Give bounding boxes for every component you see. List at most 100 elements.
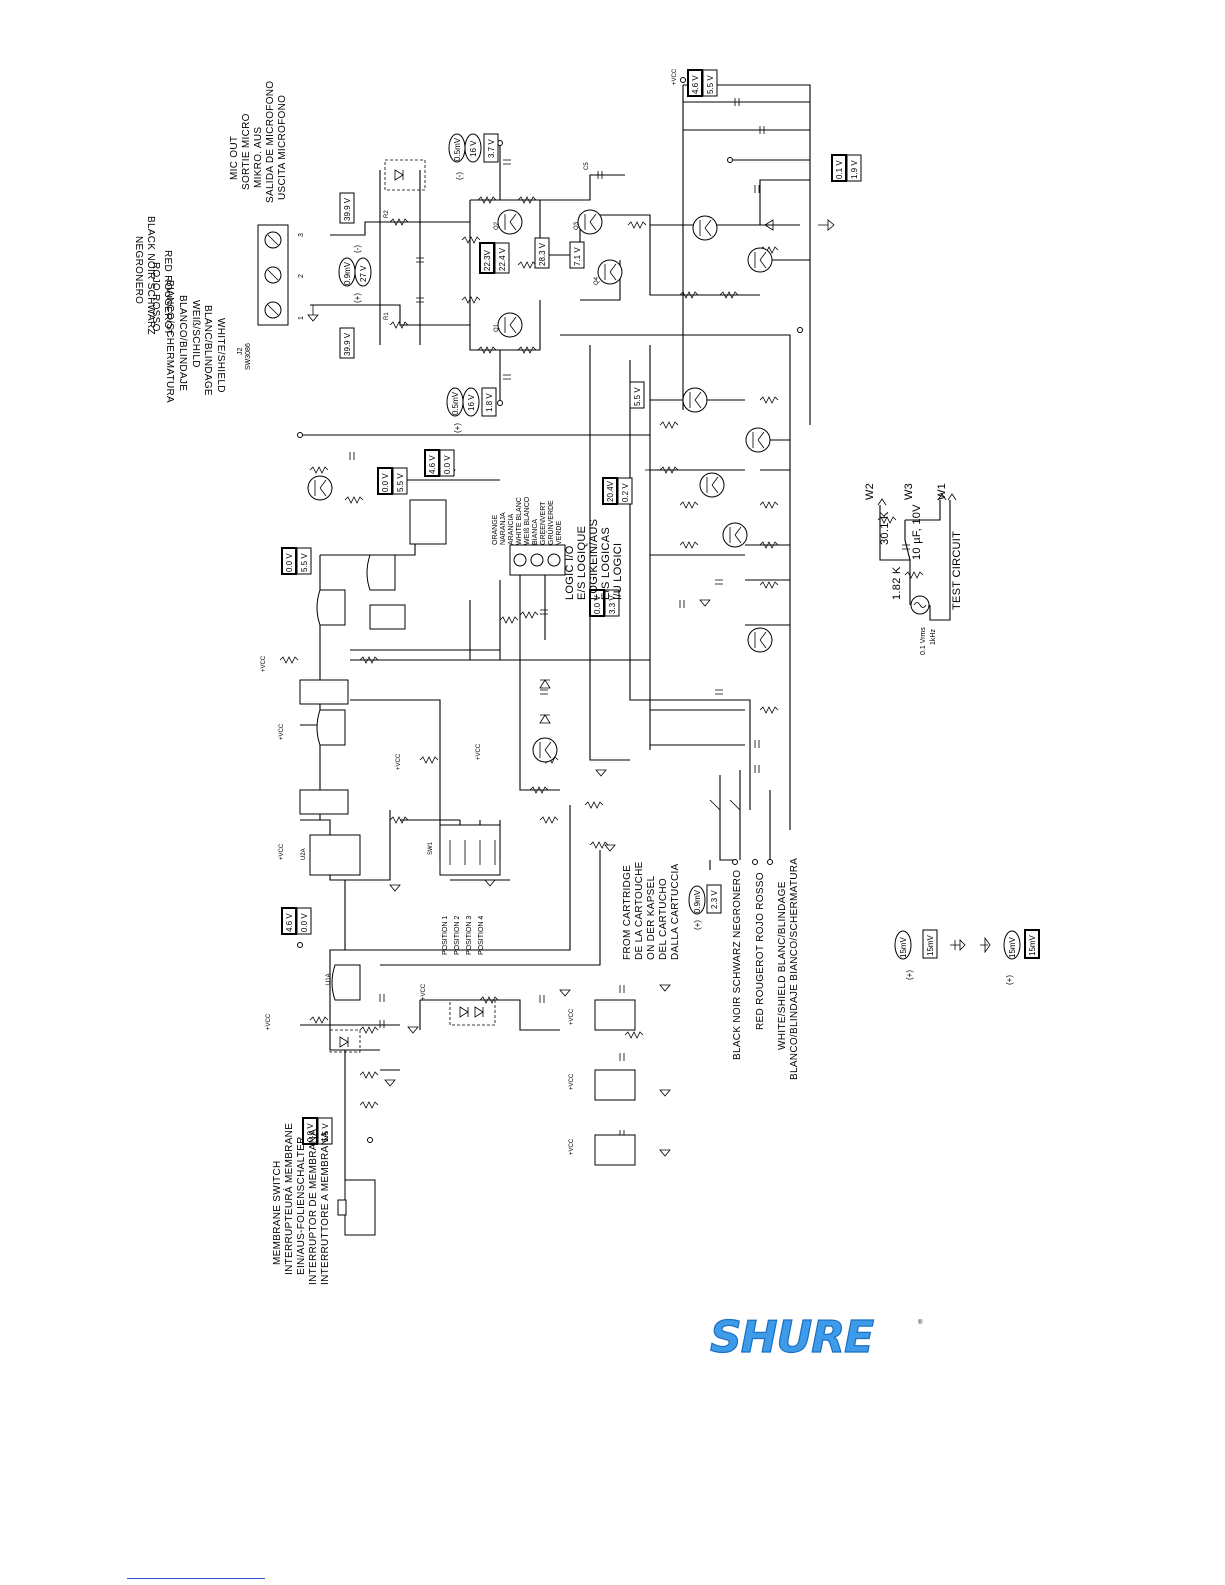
v-27: 27 V bbox=[359, 265, 368, 282]
test-source-freq: 1kHz bbox=[930, 629, 937, 645]
ref-q4: Q4 bbox=[594, 276, 600, 285]
test-r2-label: 1.82 K bbox=[891, 566, 903, 600]
logic-io-en: LOGIC I/O bbox=[564, 545, 576, 600]
test-r1-label: 30.1 K bbox=[879, 511, 891, 545]
logic-naranja: NARANJA bbox=[500, 512, 507, 545]
v-top-55: 5.5 V bbox=[706, 75, 715, 94]
v-00-b: 0.0 V bbox=[381, 473, 390, 492]
pin2-red: RED ROUGEROT bbox=[162, 250, 173, 335]
test-cap-label: 10 µF, 10V bbox=[911, 504, 923, 560]
v-top-46: 4.6 V bbox=[691, 75, 700, 94]
resistors bbox=[279, 196, 779, 1109]
vcc-g: +VCC bbox=[569, 1073, 575, 1090]
v-399-bottom: 39.9 V bbox=[343, 332, 352, 356]
pin1-weiss: WEIß/SCHILD bbox=[190, 300, 201, 368]
cart-wire-black: BLACK NOIR SCHWARZ NEGRONERO bbox=[732, 870, 743, 1060]
v-00-e: 0.0 V bbox=[300, 913, 309, 932]
vcc-c: +VCC bbox=[396, 753, 402, 770]
logic-io-es: E/S LOGICAS bbox=[600, 527, 612, 600]
j2-part: SW3086 bbox=[245, 343, 252, 370]
v-05mv-bottom: 0.5mV bbox=[451, 391, 460, 415]
vcc-b: +VCC bbox=[279, 723, 285, 740]
vcc-e: +VCC bbox=[266, 1013, 272, 1030]
v-plus-cart: (+) bbox=[693, 920, 702, 930]
v-204: 20.4V bbox=[606, 480, 615, 502]
v-00-d: 0.0 V bbox=[593, 595, 602, 614]
mic-out-it: USCITA MICROFONO bbox=[277, 95, 288, 200]
v-55-c: 5.5 V bbox=[396, 473, 405, 492]
cart-it: DALLA CARTUCCIA bbox=[670, 863, 681, 960]
v-283: 28.3 V bbox=[538, 242, 547, 266]
vcc-f: +VCC bbox=[569, 1008, 575, 1025]
logic-bianca: BIANCA bbox=[532, 519, 539, 545]
ref-c5: C5 bbox=[584, 162, 590, 170]
mic-out-de: MIKRO. AUS bbox=[253, 127, 264, 188]
v-55-d: 5.5 V bbox=[300, 553, 309, 572]
logic-ics bbox=[257, 224, 636, 1236]
v-46-mid: 4.6 V bbox=[428, 455, 437, 474]
v-46-d: 4.6 V bbox=[285, 913, 294, 932]
logic-arancia: ARANCIA bbox=[508, 514, 515, 545]
pin1-blanc: BLANC/BLINDAGE bbox=[202, 305, 213, 396]
v-09mv: 0.9mV bbox=[343, 261, 352, 285]
v-16-bottom: 16 V bbox=[467, 394, 476, 411]
position-4: POSITION 4 bbox=[478, 916, 485, 955]
v-71: 7.1 V bbox=[573, 247, 582, 266]
v-01: 0.1 V bbox=[835, 160, 844, 179]
membrane-it: INTERRUTTORE A MEMBRANA bbox=[320, 1131, 331, 1285]
mic-out-en: MIC OUT bbox=[229, 136, 240, 180]
voltage-readings: 4.6 V 5.5 V 0.1 V 1.9 V 39.9 V 39.9 V 0.… bbox=[281, 69, 862, 1145]
cart-en: FROM CARTRIDGE bbox=[622, 865, 633, 960]
logic-io-fr: E/S LOGIQUE bbox=[576, 526, 588, 600]
cart-fr: DE LA CARTOUCHE bbox=[634, 861, 645, 960]
position-2: POSITION 2 bbox=[454, 916, 461, 955]
shure-logo: SHURE ® bbox=[709, 1311, 923, 1363]
v-55-mid: 5.5 V bbox=[633, 387, 642, 406]
v-05mv-top: 0.5mV bbox=[453, 137, 462, 161]
cart-es: DEL CARTUCHO bbox=[658, 878, 669, 960]
v-02: 0.2 V bbox=[621, 483, 630, 502]
ref-u2a: U2A bbox=[301, 848, 307, 860]
v-33: 3.3 V bbox=[608, 595, 617, 614]
v-minus-mid: (-) bbox=[353, 245, 362, 253]
test-source-vrms: 0.1 Vrms bbox=[920, 627, 927, 655]
legend-plus-a: (+) bbox=[905, 970, 914, 980]
legend-plus-b: (+) bbox=[1005, 975, 1014, 985]
pin3-black: BLACK NOIR SCHWARZ bbox=[145, 216, 156, 335]
cart-wire-blanco: BLANCO/BLINDAJE BIANCO/SCHERMATURA bbox=[789, 858, 800, 1080]
cart-wire-red: RED ROUGEROT ROJO ROSSO bbox=[755, 872, 766, 1030]
cart-wire-white: WHITE/SHIELD BLANC/BLINDAGE bbox=[777, 881, 788, 1050]
vcc-h: +VCC bbox=[569, 1138, 575, 1155]
v-23: 2.3 V bbox=[710, 890, 719, 909]
logic-verde: VERDE bbox=[556, 521, 563, 545]
v-09mv-b: 0.9mV bbox=[693, 889, 702, 913]
v-minus-top: (-) bbox=[455, 172, 464, 180]
pin1-white: WHITE/SHIELD bbox=[215, 318, 226, 393]
test-circuit-title: TEST CIRCUIT bbox=[951, 531, 963, 610]
pin1-bianco: BIANCO/SCHERMATURA bbox=[164, 280, 175, 403]
ref-r2: R2 bbox=[384, 210, 390, 218]
footer-link-underline[interactable] bbox=[127, 1578, 265, 1579]
text-labels: MIC OUT SORTIE MICRO MIKRO. AUS SALIDA D… bbox=[133, 68, 800, 1285]
position-1: POSITION 1 bbox=[442, 916, 449, 955]
shure-logo-text: SHURE bbox=[710, 1312, 874, 1363]
v-399-top: 39.9 V bbox=[343, 197, 352, 221]
logic-weiss: WEIß BLANCO bbox=[524, 496, 531, 545]
vcc-top: +VCC bbox=[672, 68, 678, 85]
ref-q2: Q2 bbox=[494, 221, 500, 230]
legend-dc-box-2: 15mV bbox=[1028, 934, 1037, 956]
logic-green: GREENVERT bbox=[540, 501, 547, 545]
diodes bbox=[329, 159, 774, 1053]
v-16-top: 16 V bbox=[469, 140, 478, 157]
v-224: 22.4 V bbox=[498, 247, 507, 271]
v-plus-mid: (+) bbox=[353, 293, 362, 303]
mic-out-fr: SORTIE MICRO bbox=[241, 113, 252, 190]
test-w2-label: W2 bbox=[864, 483, 876, 500]
pin-num-3: 3 bbox=[298, 233, 305, 237]
pin-num-2: 2 bbox=[298, 274, 305, 278]
pin2-rojo: ROJO ROSSO bbox=[150, 262, 161, 332]
legend-ac-oval: 15mV bbox=[899, 936, 908, 958]
membrane-de: EIN/AUS-FOLIENSCHALTER bbox=[296, 1136, 307, 1275]
logic-io-de: LOGIKEIN/AUS bbox=[588, 519, 600, 600]
